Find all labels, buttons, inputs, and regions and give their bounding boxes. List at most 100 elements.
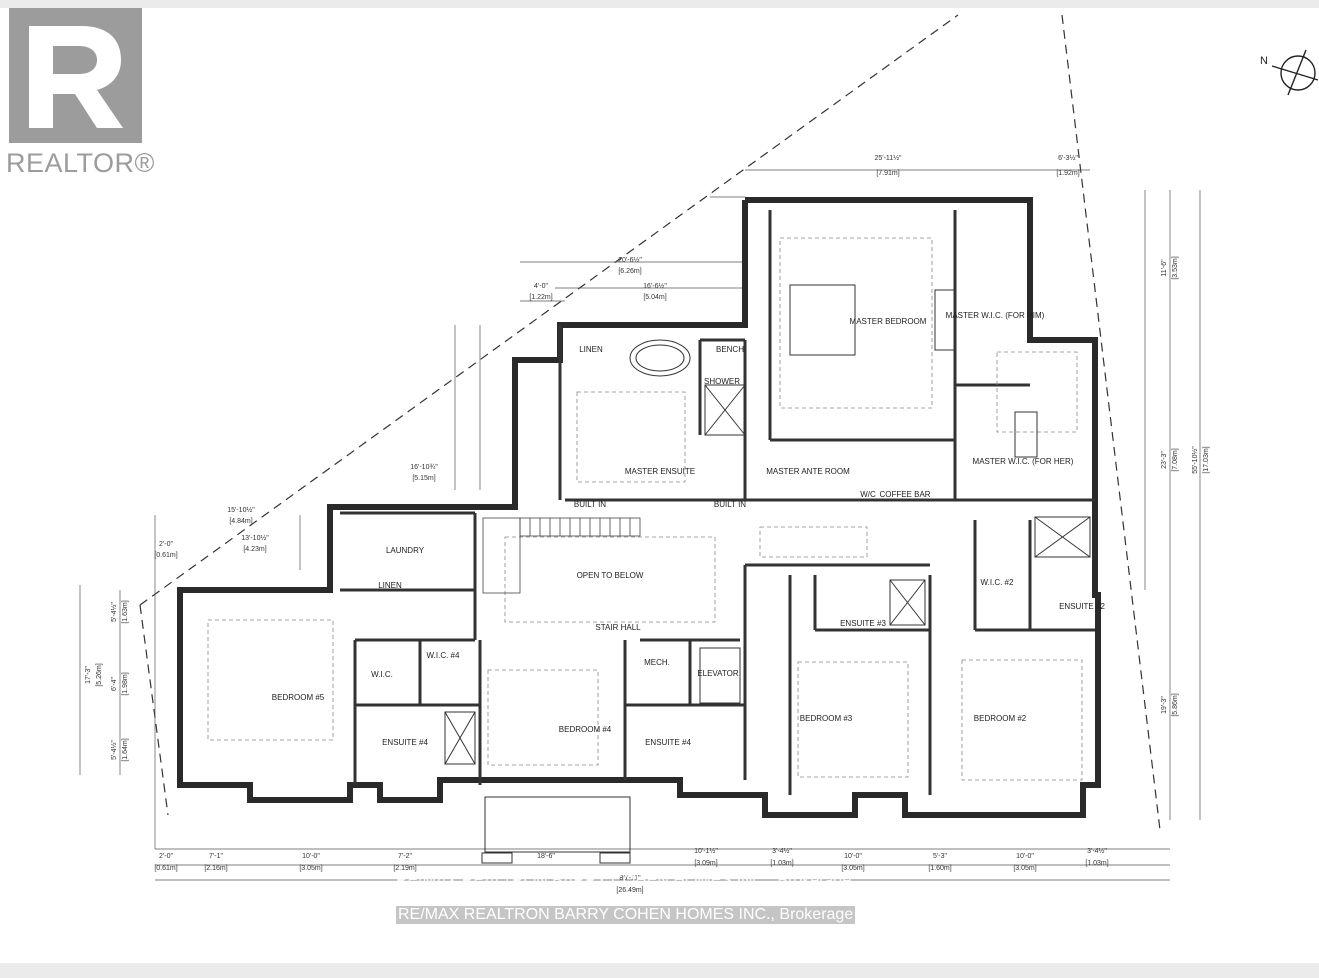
compass-n-label: N: [1260, 55, 1268, 67]
wic-4-label: W.I.C. #4: [427, 651, 460, 660]
wic-2-label: W.I.C. #2: [981, 578, 1014, 587]
dimension-text: [5.04m]: [643, 294, 666, 301]
bedroom-2-label: BEDROOM #2: [974, 714, 1027, 723]
dimension-text: [1.92m]: [1056, 170, 1079, 177]
dimension-text: [7.08m]: [1172, 448, 1179, 471]
dimension-text: 19'-3": [1161, 696, 1168, 714]
stair-hall-label: STAIR HALL: [595, 623, 641, 632]
dimension-text: 2'-0": [159, 541, 173, 548]
master-wic-him-label: MASTER W.I.C. (FOR HIM): [946, 311, 1045, 320]
coffee-bar-label: COFFEE BAR: [879, 490, 930, 499]
ensuite-4-right-label: ENSUITE #4: [645, 738, 691, 747]
dimension-text: [2.19m]: [393, 865, 416, 872]
dimension-text: 3'-4½": [772, 847, 792, 855]
dimension-text: [0.61m]: [154, 865, 177, 872]
dimension-text: 10'-0": [302, 853, 320, 860]
shower-label: SHOWER: [704, 377, 740, 386]
interior-walls: [340, 210, 1095, 795]
bench-label: BENCH: [716, 345, 744, 354]
master-wic-her-label: MASTER W.I.C. (FOR HER): [973, 457, 1074, 466]
dimension-text: [3.53m]: [1172, 256, 1179, 279]
dimension-text: [5.86m]: [1172, 693, 1179, 716]
realtor-r-icon: [9, 8, 142, 143]
dimension-lines: [79, 169, 1201, 881]
dimension-text: [1.60m]: [928, 865, 951, 872]
mech-label: MECH.: [644, 658, 670, 667]
master-ensuite-label: MASTER ENSUITE: [625, 467, 695, 476]
dimension-text: [2.16m]: [204, 865, 227, 872]
wic-5-label: W.I.C.: [371, 670, 393, 679]
dimension-text: 20'-6½": [618, 256, 642, 264]
dimension-text: 5'-4½": [110, 740, 118, 760]
dimension-text: [3.05m]: [841, 865, 864, 872]
bedroom-4-label: BEDROOM #4: [559, 725, 612, 734]
dimension-text: [0.61m]: [154, 552, 177, 559]
built-in-label: BUILT IN: [574, 500, 606, 509]
dimension-text: [3.09m]: [694, 860, 717, 867]
brokerage-watermark: RE/MAX REALTRON BARRY COHEN HOMES INC., …: [396, 906, 856, 924]
dimension-text: 11'-6": [1161, 259, 1168, 277]
built-in-label: BUILT IN: [714, 500, 746, 509]
dimension-text: 23'-3": [1161, 451, 1168, 469]
laundry-label: LAUNDRY: [386, 546, 425, 555]
dimension-text: 16'-10¾": [410, 464, 438, 471]
bedroom-3-label: BEDROOM #3: [800, 714, 853, 723]
north-compass-icon: [1271, 49, 1319, 96]
dimension-text: [1.22m]: [529, 294, 552, 301]
elevator-label: ELEVATOR: [697, 669, 739, 678]
open-to-below-label: OPEN TO BELOW: [577, 571, 644, 580]
dimension-text: 5'-4½": [110, 602, 118, 622]
ensuite-2-label: ENSUITE #2: [1059, 602, 1105, 611]
dimension-text: [5.15m]: [412, 475, 435, 482]
stair-treads: [482, 517, 641, 594]
brokerage-watermark: RE/MAX REALTRON BARRY COHEN HOMES INC., …: [396, 872, 852, 889]
dimension-text: 10'-1½": [694, 847, 718, 855]
dimension-text: 6'-3½": [1058, 154, 1078, 162]
dimension-text: 13'-10½": [241, 534, 269, 542]
dimension-text: 7'-2": [398, 853, 412, 860]
dimension-text: [4.23m]: [243, 546, 266, 553]
dimension-text: [1.64m]: [122, 738, 129, 761]
ensuite-3-label: ENSUITE #3: [840, 619, 886, 628]
linen-label: LINEN: [378, 581, 402, 590]
dimension-text: 10'-0": [844, 853, 862, 860]
dimension-text: [1.03m]: [1085, 860, 1108, 867]
dimension-text: 16'-6½": [643, 282, 667, 290]
dimension-text: [7.91m]: [876, 170, 899, 177]
floor-plan-sheet: [0, 8, 1319, 963]
realtor-wordmark: REALTOR®: [6, 148, 155, 178]
dimension-text: [17.03m]: [1203, 446, 1210, 473]
dimension-text: 2'-0": [159, 853, 173, 860]
dimension-text: 10'-0": [1016, 853, 1034, 860]
dimension-text: 55'-10½": [1191, 446, 1199, 474]
dimension-text: 17'-3": [85, 666, 92, 684]
dimension-text: 3'-4½": [1087, 847, 1107, 855]
dimension-text: [6.26m]: [618, 268, 641, 275]
dimension-text: 86'-11": [619, 875, 641, 882]
ensuite-4-left-label: ENSUITE #4: [382, 738, 428, 747]
linen-top-label: LINEN: [579, 345, 603, 354]
master-ante-room-label: MASTER ANTE ROOM: [766, 467, 850, 476]
dimension-text: [3.05m]: [299, 865, 322, 872]
master-bedroom-label: MASTER BEDROOM: [850, 317, 927, 326]
dimension-text: [5.26m]: [96, 663, 103, 686]
dimension-text: 4'-0": [534, 283, 548, 290]
dimension-labels: 25'-11½" [7.91m] 6'-3½" [1.92m] 20'-6½" …: [85, 154, 1210, 894]
dimension-text: [4.84m]: [229, 518, 252, 525]
dimension-text: [1.98m]: [122, 672, 129, 695]
dimension-text: 5'-3": [933, 853, 947, 860]
realtor-logo: REALTOR®: [6, 8, 156, 183]
wc-label: W/C: [860, 490, 876, 499]
dimension-text: [1.03m]: [770, 860, 793, 867]
room-labels: MASTER BEDROOM MASTER W.I.C. (FOR HIM) M…: [272, 55, 1268, 747]
dimension-text: 6'-4": [111, 677, 118, 691]
exterior-walls: [177, 197, 1101, 818]
dimension-text: [26.49m]: [616, 887, 643, 894]
dimension-text: 15'-10½": [227, 506, 255, 514]
property-lines: [139, 14, 1161, 831]
dimension-text: 25'-11½": [874, 154, 902, 162]
dimension-text: [1.63m]: [122, 600, 129, 623]
dimension-text: 7'-1": [209, 853, 223, 860]
dimension-text: 18'-6": [537, 853, 555, 860]
